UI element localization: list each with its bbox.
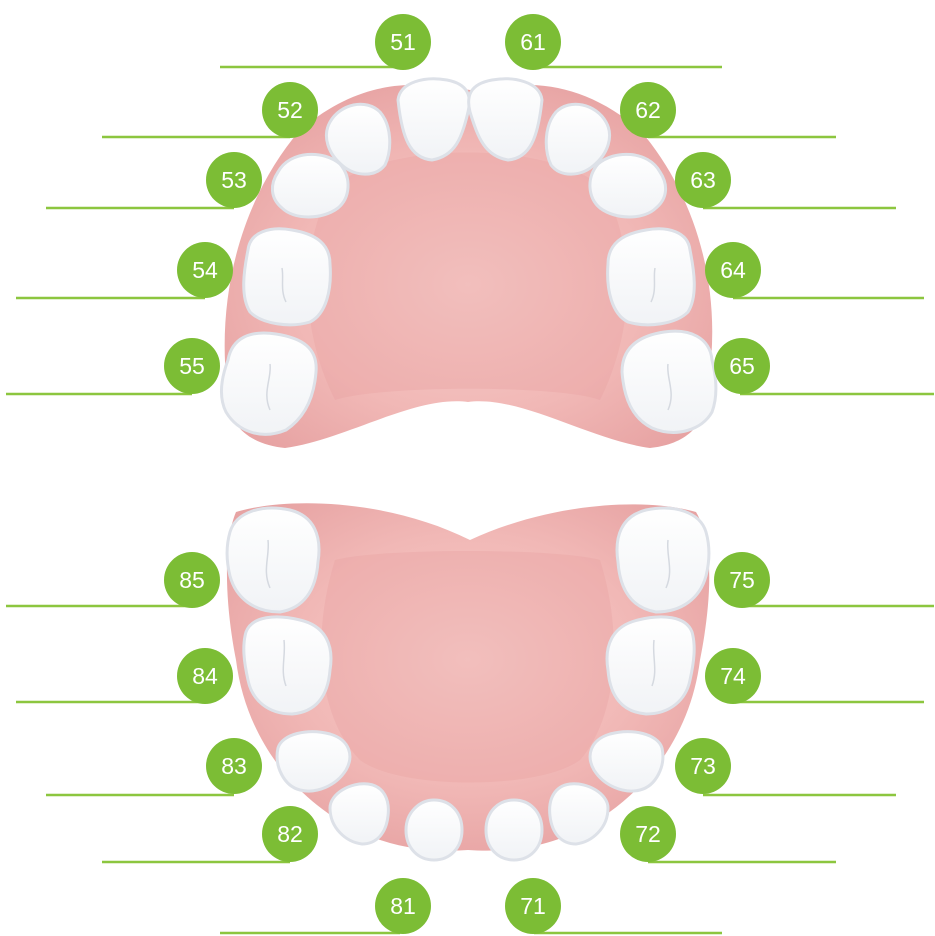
badge-82: 82 xyxy=(262,806,318,862)
label-55: 55 xyxy=(179,353,205,379)
tooth-63[interactable] xyxy=(590,154,666,217)
badge-75: 75 xyxy=(714,552,770,608)
label-53: 53 xyxy=(221,167,247,193)
badge-72: 72 xyxy=(620,806,676,862)
tooth-64[interactable] xyxy=(608,229,695,325)
lower-floor-shading xyxy=(321,551,614,783)
badge-83: 83 xyxy=(206,738,262,794)
tooth-74[interactable] xyxy=(607,617,694,714)
badge-71: 71 xyxy=(505,878,561,934)
tooth-82[interactable] xyxy=(330,784,388,844)
label-64: 64 xyxy=(720,257,746,283)
label-54: 54 xyxy=(192,257,218,283)
upper-palate-shading xyxy=(308,153,627,401)
badge-54: 54 xyxy=(177,242,233,298)
tooth-53[interactable] xyxy=(272,154,348,217)
badge-55: 55 xyxy=(164,338,220,394)
tooth-85[interactable] xyxy=(227,508,319,612)
tooth-72[interactable] xyxy=(550,784,608,844)
label-71: 71 xyxy=(520,893,546,919)
label-82: 82 xyxy=(277,821,303,847)
lower-arch xyxy=(227,503,709,860)
badge-65: 65 xyxy=(714,338,770,394)
badge-74: 74 xyxy=(705,648,761,704)
tooth-65[interactable] xyxy=(622,331,716,432)
label-62: 62 xyxy=(635,97,661,123)
label-51: 51 xyxy=(390,29,416,55)
label-74: 74 xyxy=(720,663,746,689)
tooth-75[interactable] xyxy=(617,508,709,612)
label-52: 52 xyxy=(277,97,303,123)
tooth-71[interactable] xyxy=(486,800,542,860)
badge-62: 62 xyxy=(620,82,676,138)
label-85: 85 xyxy=(179,567,205,593)
label-65: 65 xyxy=(729,353,755,379)
badge-51: 51 xyxy=(375,14,431,70)
label-72: 72 xyxy=(635,821,661,847)
badge-84: 84 xyxy=(177,648,233,704)
label-63: 63 xyxy=(690,167,716,193)
label-81: 81 xyxy=(390,893,416,919)
badge-52: 52 xyxy=(262,82,318,138)
tooth-81[interactable] xyxy=(406,800,462,860)
label-75: 75 xyxy=(729,567,755,593)
badge-73: 73 xyxy=(675,738,731,794)
label-73: 73 xyxy=(690,753,716,779)
badge-85: 85 xyxy=(164,552,220,608)
badge-64: 64 xyxy=(705,242,761,298)
tooth-84[interactable] xyxy=(244,617,331,714)
label-83: 83 xyxy=(221,753,247,779)
badge-63: 63 xyxy=(675,152,731,208)
badge-53: 53 xyxy=(206,152,262,208)
badge-61: 61 xyxy=(505,14,561,70)
label-61: 61 xyxy=(520,29,546,55)
label-84: 84 xyxy=(192,663,218,689)
tooth-54[interactable] xyxy=(244,229,331,325)
badge-81: 81 xyxy=(375,878,431,934)
